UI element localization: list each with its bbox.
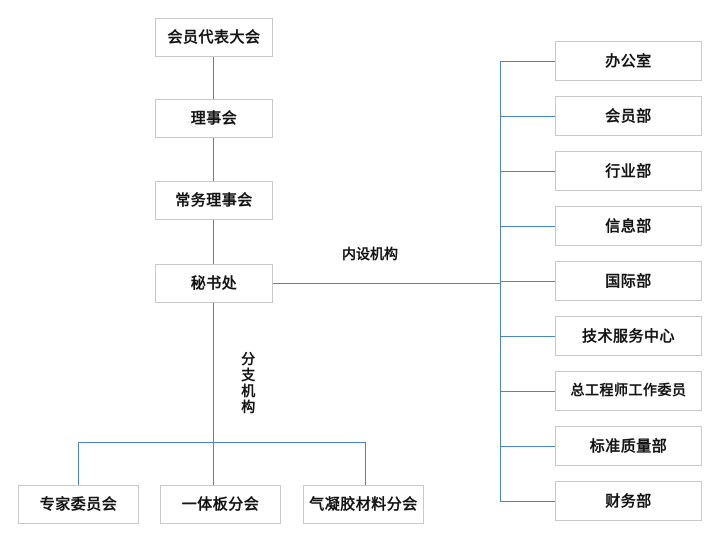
node-membership[interactable]: 会员部: [555, 96, 702, 136]
connector-stub-information: [500, 226, 555, 227]
connector-stub-tech-service-center: [500, 336, 555, 337]
node-assembly[interactable]: 会员代表大会: [155, 18, 273, 57]
node-chief-engineer[interactable]: 总工程师工作委员: [555, 371, 702, 411]
connector-stub-membership: [500, 116, 555, 117]
connector-drop-aerogel-materials: [365, 442, 366, 485]
connector-stub-finance: [500, 501, 555, 502]
node-office[interactable]: 办公室: [555, 41, 702, 81]
connector-branch-horizontal-bus: [78, 442, 366, 443]
node-council[interactable]: 理事会: [155, 99, 273, 138]
connector-secretariat-to-internal-trunk: [273, 283, 501, 284]
node-international[interactable]: 国际部: [555, 261, 702, 301]
node-standing-council[interactable]: 常务理事会: [155, 181, 273, 220]
connector-stub-chief-engineer: [500, 391, 555, 392]
node-tech-service-center[interactable]: 技术服务中心: [555, 316, 702, 356]
connector-council-to-standing-council: [213, 138, 214, 181]
label-branch-organizations: 分支机构: [241, 352, 256, 417]
connector-stub-standards-quality: [500, 446, 555, 447]
node-information[interactable]: 信息部: [555, 206, 702, 246]
node-integrated-board[interactable]: 一体板分会: [160, 485, 281, 524]
connector-assembly-to-council: [213, 57, 214, 99]
connector-drop-expert-committee: [78, 442, 79, 485]
connector-standing-council-to-secretariat: [213, 220, 214, 264]
node-expert-committee[interactable]: 专家委员会: [18, 485, 139, 524]
node-standards-quality[interactable]: 标准质量部: [555, 426, 702, 466]
connector-secretariat-to-branches: [213, 303, 214, 442]
connector-stub-industry: [500, 171, 555, 172]
connector-stub-international: [500, 281, 555, 282]
connector-stub-office: [500, 61, 555, 62]
label-internal-departments: 内设机构: [342, 247, 398, 263]
connector-drop-integrated-board: [213, 442, 214, 485]
node-aerogel-materials[interactable]: 气凝胶材料分会: [303, 485, 424, 524]
node-secretariat[interactable]: 秘书处: [155, 264, 273, 303]
node-finance[interactable]: 财务部: [555, 481, 702, 521]
node-industry[interactable]: 行业部: [555, 151, 702, 191]
